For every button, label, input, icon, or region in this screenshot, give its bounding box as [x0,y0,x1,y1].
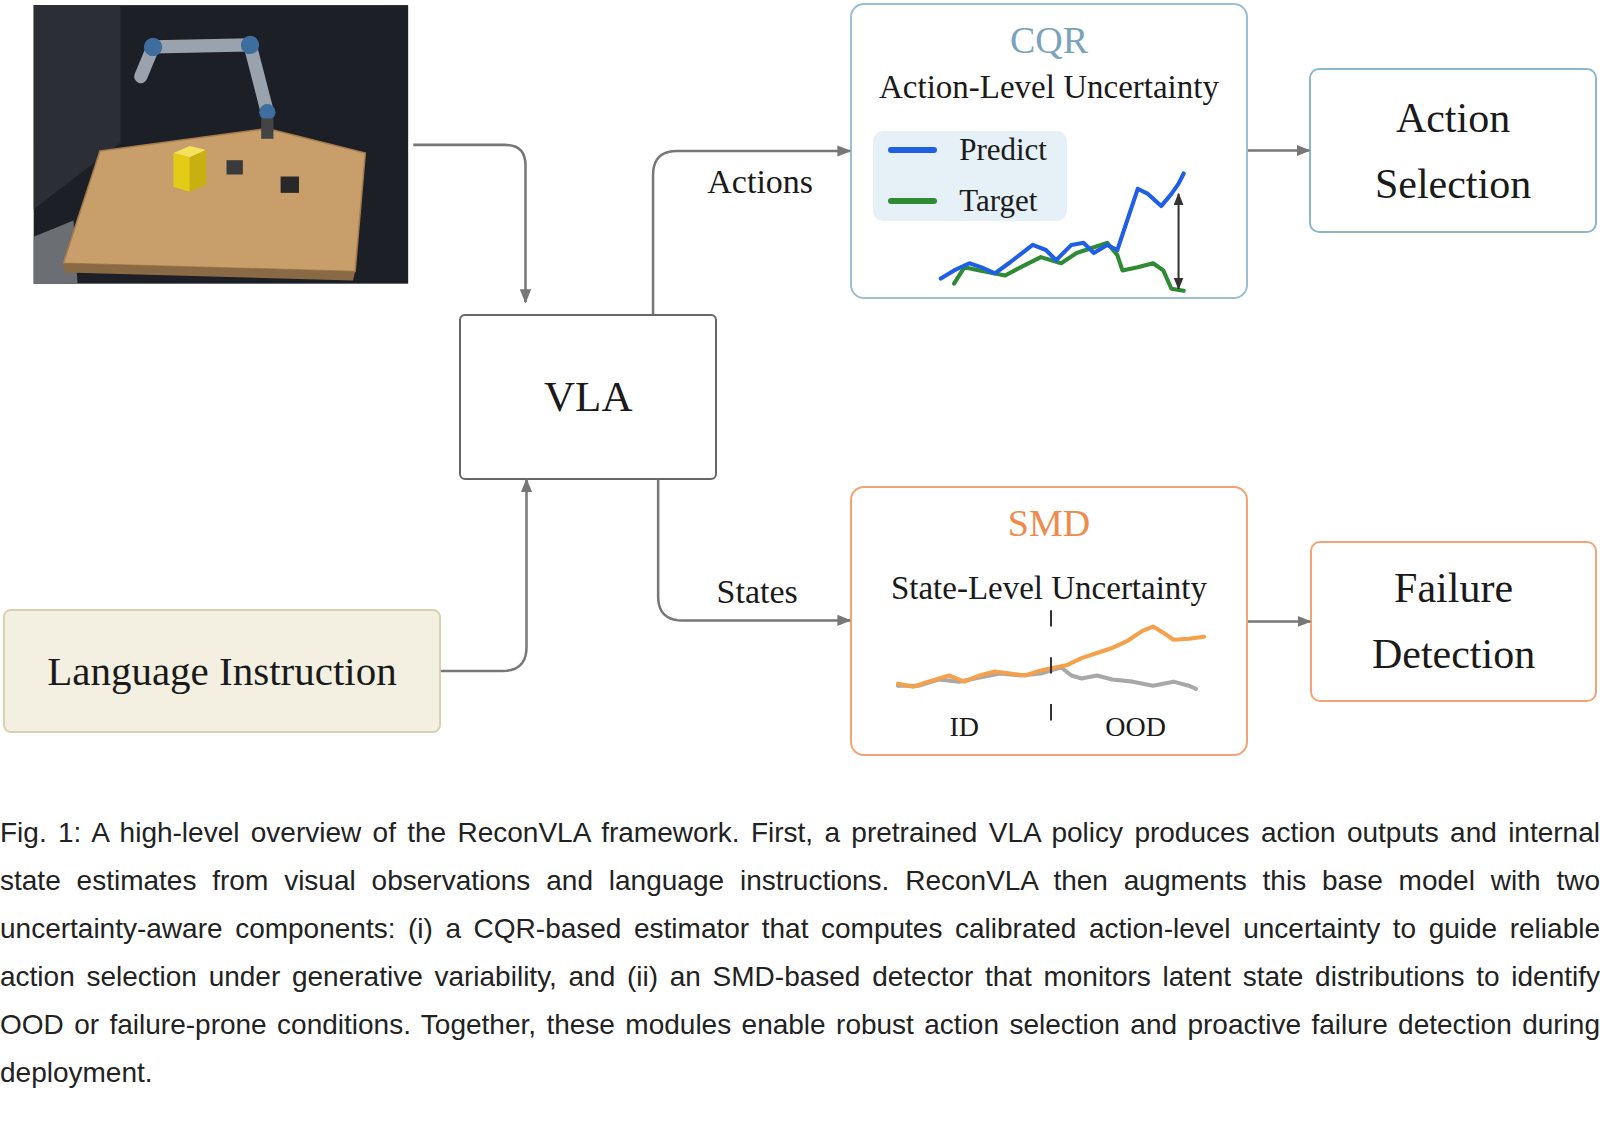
legend-entry: Predict [873,132,1047,169]
legend-label: Target [959,183,1037,219]
flow-arrow [1248,620,1310,623]
photo-background [34,5,408,284]
photo-wall [34,5,121,209]
axis-label: OOD [1105,711,1166,743]
photo-yellow-box [173,153,189,192]
figure-caption: Fig. 1: A high-level overview of the Rec… [0,809,1600,1097]
node-title: SMD [1008,498,1090,548]
node-title: Language Instruction [47,646,397,696]
input-box: Language Instruction [3,609,441,732]
legend-swatch [888,198,937,204]
legend-box: PredictTarget [873,131,1067,222]
flow-arrow [658,480,850,621]
photo-yellow-box-top [173,146,206,157]
flow-arrow [653,151,850,314]
photo-table [63,129,365,272]
edge-label: States [717,573,798,611]
node-subtitle: State-Level Uncertainty [891,566,1207,610]
model-box: VLA [459,314,717,479]
photo-robot-joint [241,36,259,54]
node-title: CQR [1010,15,1088,65]
photo-arrow [413,145,525,302]
output-box: Failure Detection [1310,541,1597,702]
flow-arrow [441,480,527,671]
module-box: SMD State-Level Uncertainty [850,486,1248,756]
node-title: VLA [544,372,632,422]
node-title: Failure Detection [1352,555,1555,687]
axis-label: ID [950,711,980,743]
photo-cube [281,177,299,193]
robot-photo [34,5,408,284]
output-box: Action Selection [1309,68,1597,232]
photo-yellow-box-side [190,150,206,192]
photo-floor [34,220,78,283]
photo-gripper [261,118,273,138]
legend-label: Predict [959,132,1047,168]
photo-cube [227,160,243,174]
node-subtitle: Action-Level Uncertainty [879,65,1219,109]
photo-robot-arm [141,45,268,112]
edge-label: Actions [707,163,813,201]
photo-robot-joint [259,104,275,120]
photo-robot-joint [144,38,162,56]
flow-arrow [1248,149,1309,152]
legend-swatch [888,147,937,153]
node-title: Action Selection [1356,85,1550,217]
legend-entry: Target [873,183,1037,220]
photo-table-edge [63,263,355,280]
